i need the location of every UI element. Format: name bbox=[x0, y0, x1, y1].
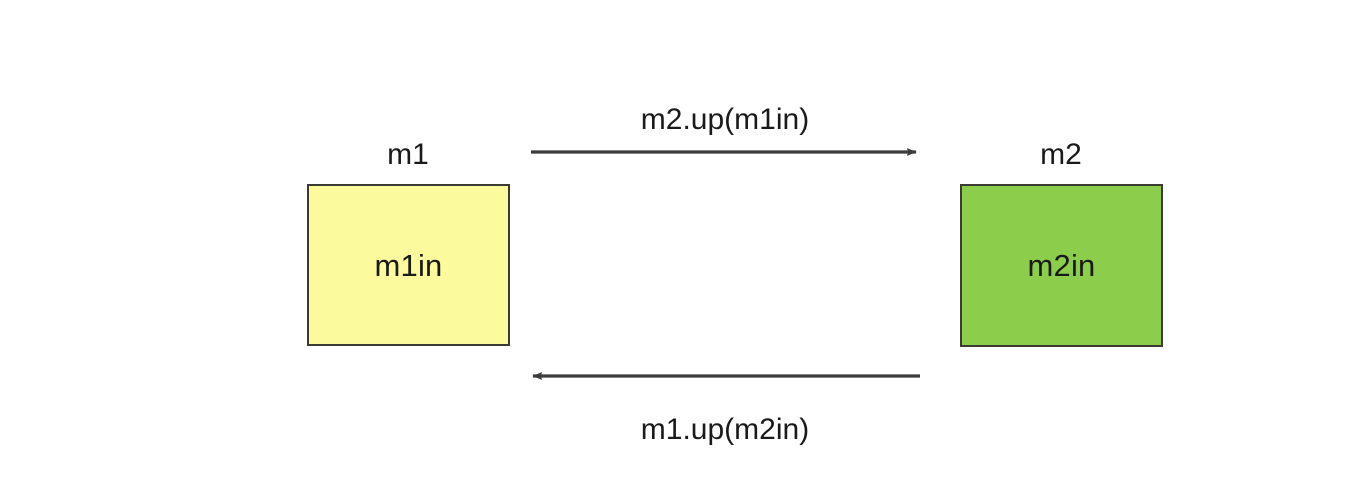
node-title-m2: m2 bbox=[1040, 138, 1082, 171]
edge-label-m1-up-m2in: m1.up(m2in) bbox=[640, 413, 810, 446]
edge-label-m2-up-m1in: m2.up(m1in) bbox=[640, 103, 810, 136]
node-box-m2[interactable]: m2in bbox=[960, 184, 1163, 347]
node-inner-label-m1in: m1in bbox=[374, 247, 443, 283]
node-inner-label-m2in: m2in bbox=[1027, 248, 1096, 283]
node-title-m1: m1 bbox=[387, 138, 429, 171]
node-box-m1[interactable]: m1in bbox=[307, 184, 510, 346]
